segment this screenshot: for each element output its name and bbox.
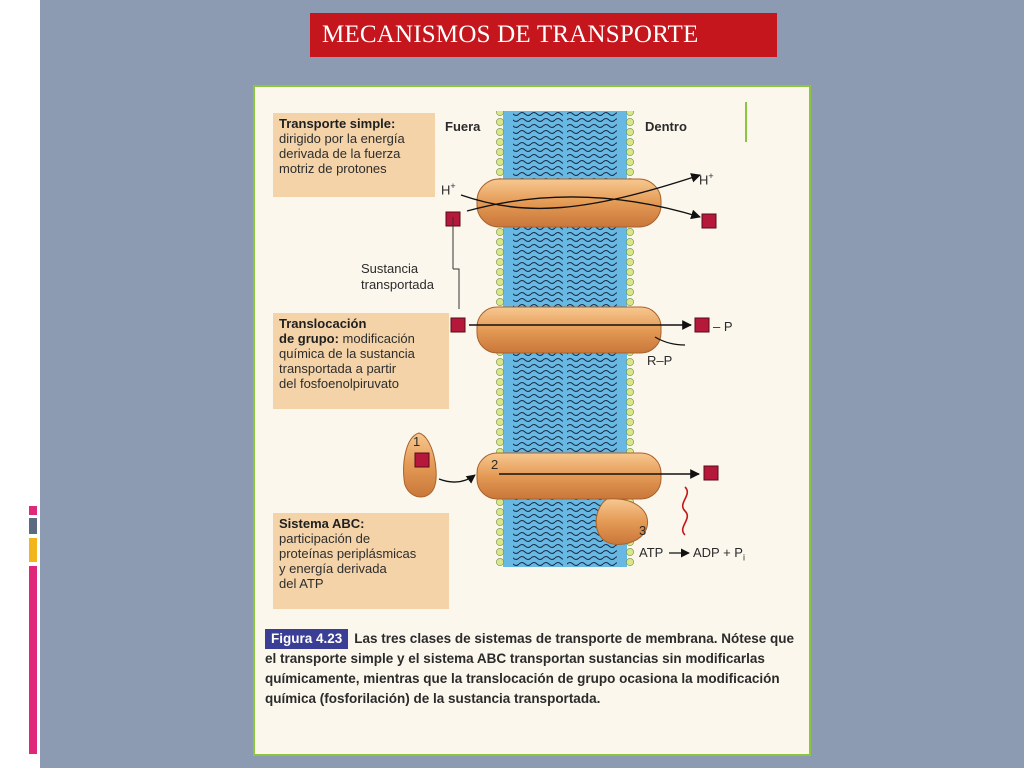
label-step-3: 3: [639, 523, 647, 538]
group-line-1: química de la sustancia: [279, 346, 415, 361]
simple-line-2: derivada de la fuerza: [279, 146, 401, 161]
box-abc-system: Sistema ABC: participación de proteínas …: [273, 513, 449, 609]
figure-panel: Fuera Dentro Transporte simple: dirigido…: [253, 85, 811, 756]
abc-line-1: participación de: [279, 531, 371, 546]
simple-line-1: dirigido por la energía: [279, 131, 405, 146]
substance-square-2: [701, 213, 717, 229]
label-outside: Fuera: [445, 119, 481, 134]
box-group-translocation: Translocación de grupo: modificación quí…: [273, 313, 449, 409]
substance-square-3: [450, 317, 466, 333]
protein-abc: [476, 452, 662, 500]
label-step-1: 1: [413, 434, 421, 449]
label-inside: Dentro: [645, 119, 687, 134]
decor-bar-white-1: [29, 20, 37, 118]
simple-title: Transporte simple:: [279, 116, 396, 131]
group-title-2: de grupo:: [279, 331, 339, 346]
abc-line-3: y energía derivada: [279, 561, 387, 576]
substance-square-5: [414, 452, 430, 468]
label-leader-line: [452, 217, 460, 309]
label-adp: ADP + Pi: [693, 545, 745, 563]
decor-bar-yellow: [29, 538, 37, 562]
group-title-1: Translocación: [279, 316, 367, 331]
caption-tag: Figura 4.23: [265, 629, 349, 649]
arrow-substance-simple: [466, 196, 701, 220]
protein-group: [476, 306, 662, 354]
arrow-rp: [654, 336, 686, 346]
slide-title: MECANISMOS DE TRANSPORTE: [310, 13, 777, 57]
group-line-2: transportada a partir: [279, 361, 397, 376]
group-line-3: del fosfoenolpiruvato: [279, 376, 399, 391]
atpase-subunit: [595, 498, 649, 545]
label-h-plus-in: H+: [699, 171, 714, 188]
group-rest: modificación: [338, 331, 415, 346]
energy-squiggle: [681, 486, 689, 536]
caption-text: Las tres clases de sistemas de transport…: [265, 631, 794, 706]
arrow-binding: [438, 474, 476, 484]
label-h-plus-out: H+: [441, 181, 456, 198]
label-step-2: 2: [491, 457, 499, 472]
label-phosphate: – P: [713, 319, 733, 334]
abc-title: Sistema ABC:: [279, 516, 365, 531]
protein-simple: [476, 178, 662, 228]
arrow-h-plus: [460, 173, 701, 210]
green-accent-bar: [745, 102, 747, 142]
label-r-p: R–P: [647, 353, 673, 368]
label-atp: ATP: [639, 545, 664, 560]
membrane-diagram: [403, 111, 719, 567]
abc-line-2: proteínas periplásmicas: [279, 546, 417, 561]
substance-square-6: [703, 465, 719, 481]
substance-square-4: [694, 317, 710, 333]
decor-bar-gray: [29, 518, 37, 534]
box-simple-transport: Transporte simple: dirigido por la energ…: [273, 113, 435, 197]
decor-bar-magenta: [29, 566, 37, 754]
abc-line-4: del ATP: [279, 576, 324, 591]
simple-line-3: motriz de protones: [279, 161, 387, 176]
decor-bar-pink: [29, 506, 37, 515]
